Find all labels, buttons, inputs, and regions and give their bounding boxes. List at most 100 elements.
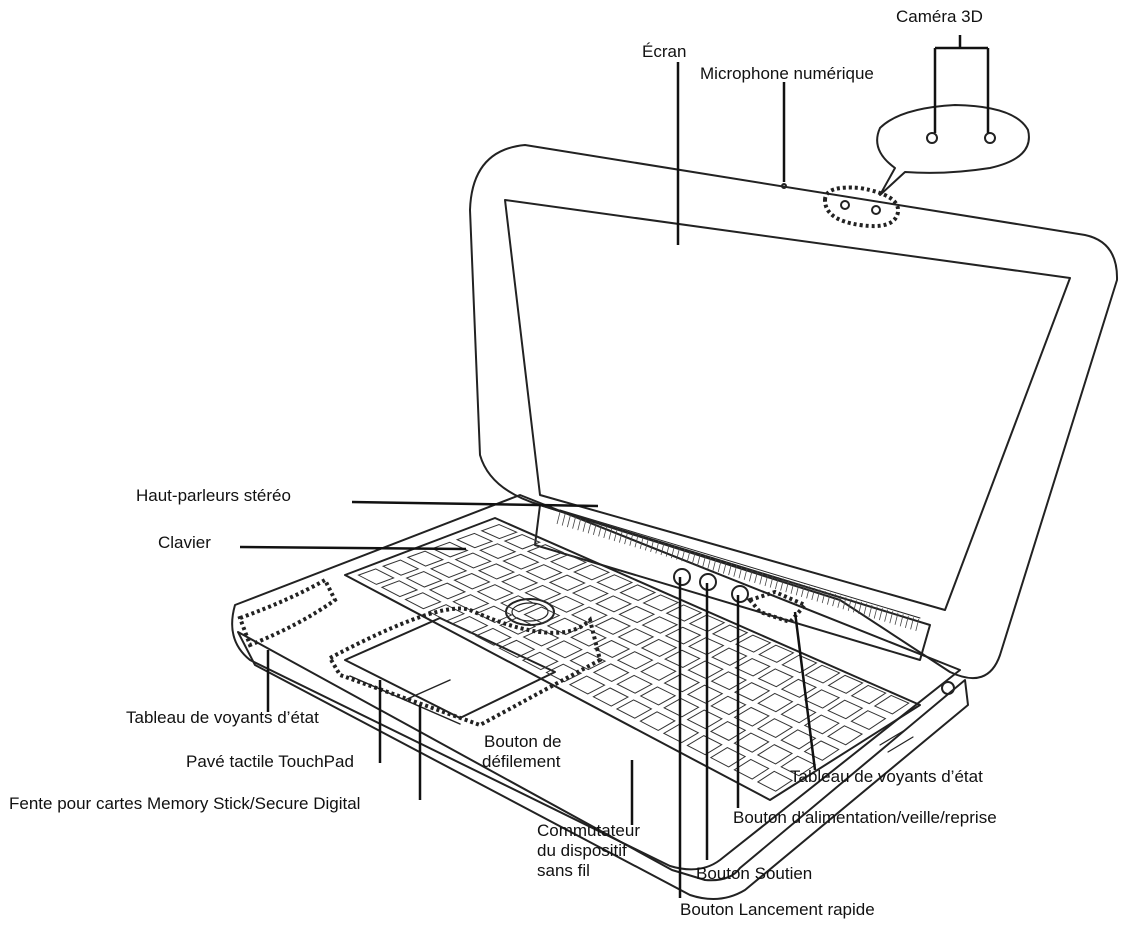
- speaker-grille-line: [608, 527, 613, 540]
- speaker-grille-line: [738, 566, 743, 579]
- keyboard-key: [640, 638, 678, 657]
- keyboard-key: [427, 604, 466, 622]
- wireless-line-2: du dispositif: [537, 841, 627, 860]
- keyboard-key: [569, 651, 607, 671]
- keyboard-key: [545, 663, 583, 683]
- touchpad-outline: [327, 606, 603, 728]
- keyboard-key: [547, 595, 585, 613]
- keyboard-key: [709, 746, 747, 768]
- label-status-panel-left: Tableau de voyants d’état: [126, 708, 319, 727]
- keyboard-key: [850, 684, 887, 705]
- speaker-grille-line: [686, 550, 691, 563]
- speaker-grille-line: [712, 558, 717, 571]
- speaker-grille-line: [847, 598, 852, 611]
- keyboard-key: [546, 617, 584, 636]
- speaker-grille-line: [795, 583, 800, 596]
- keyboard-key: [455, 532, 494, 549]
- keyboard-key: [525, 564, 563, 581]
- keyboard-key: [615, 699, 653, 719]
- keyboard-key: [406, 550, 445, 567]
- keyboard-key: [568, 675, 606, 695]
- speaker-grille-line: [853, 600, 857, 613]
- keyboard-key: [405, 571, 443, 588]
- keyboard-key: [404, 592, 442, 610]
- keyboard-key: [756, 744, 794, 765]
- keyboard-well: [344, 517, 921, 801]
- keyboard-key: [498, 639, 536, 658]
- speaker-grille-line: [593, 522, 597, 535]
- keyboard-key: [619, 584, 657, 602]
- keyboard-key: [642, 594, 680, 612]
- speaker-grille-line: [821, 590, 826, 604]
- keyboard-key: [686, 684, 724, 704]
- keyboard-key: [756, 718, 794, 739]
- speaker-grille-line: [556, 511, 561, 525]
- keyboard-key: [524, 584, 562, 602]
- status-panel-right-outline: [746, 589, 809, 625]
- touchpad-area: [344, 617, 556, 719]
- keyboard-key: [571, 584, 609, 602]
- keyboard-keys: [357, 523, 910, 792]
- label-ecran: Écran: [642, 42, 687, 61]
- keyboard-key: [522, 628, 560, 647]
- keyboard-key: [451, 615, 489, 634]
- keyboard-key: [523, 606, 561, 624]
- label-power-button: Bouton d’alimentation/veille/reprise: [733, 808, 997, 827]
- keyboard-key: [709, 720, 747, 741]
- keyboard-key: [503, 534, 541, 550]
- speaker-grille-line: [717, 559, 722, 573]
- speaker-grille-line: [905, 615, 909, 628]
- speaker-grille-line: [655, 541, 660, 554]
- keyboard-key: [549, 554, 588, 571]
- keyboard-key: [594, 617, 632, 635]
- keyboard-key: [803, 714, 840, 735]
- keyboard-key: [665, 604, 703, 622]
- keyboard-key: [475, 605, 513, 623]
- keyboard-key: [480, 523, 518, 540]
- keyboard-key: [476, 584, 514, 601]
- speaker-grille-line: [587, 521, 592, 534]
- speaker-grille-line: [702, 555, 706, 568]
- speaker-grille-line: [645, 538, 649, 551]
- keyboard-key: [429, 561, 468, 579]
- speaker-grille-line: [676, 547, 680, 560]
- keyboard-key: [804, 664, 841, 684]
- speaker-grille-line: [603, 525, 608, 539]
- keyboard-key: [873, 694, 910, 715]
- speaker-grille-line: [650, 539, 654, 552]
- speaker-grille-line: [561, 513, 566, 526]
- speaker-grille-line: [749, 569, 753, 582]
- speaker-grille-line: [567, 515, 571, 528]
- keyboard-key: [664, 626, 702, 645]
- status-panel-left-outline: [237, 577, 338, 648]
- camera-outline: [822, 185, 901, 229]
- hinge-strip: [534, 504, 931, 661]
- keyboard-key: [780, 755, 817, 777]
- keyboard-key: [545, 640, 583, 659]
- label-status-panel-right: Tableau de voyants d’état: [790, 767, 983, 786]
- keyboard-key: [757, 692, 794, 713]
- camera-line: [933, 35, 990, 133]
- keyboard-key: [573, 564, 611, 581]
- keyboard-key: [639, 711, 676, 731]
- speaker-grille-line: [889, 611, 894, 624]
- speaker-grille-line: [806, 586, 810, 599]
- label-scroll-button: Bouton de défilement: [482, 732, 562, 772]
- keyboard-key: [756, 770, 794, 792]
- speaker-grille-line: [598, 524, 602, 537]
- label-touchpad: Pavé tactile TouchPad: [186, 752, 354, 771]
- speaker-grille-line: [624, 532, 628, 545]
- speaker-grille-line: [619, 530, 623, 543]
- keyboard-key: [639, 686, 677, 706]
- keyboard-key: [687, 660, 724, 680]
- base-deck: [231, 494, 961, 871]
- speaker-grille-line: [582, 519, 587, 532]
- keyboard-key: [711, 624, 749, 643]
- speaker-grille-line: [775, 577, 779, 590]
- label-keyboard: Clavier: [158, 533, 211, 552]
- keyboard-key: [521, 651, 559, 671]
- keyboard-key: [454, 552, 492, 569]
- speaker-grille-line: [801, 584, 805, 597]
- speaker-grille-line: [723, 561, 727, 574]
- keyboard-key: [479, 543, 517, 559]
